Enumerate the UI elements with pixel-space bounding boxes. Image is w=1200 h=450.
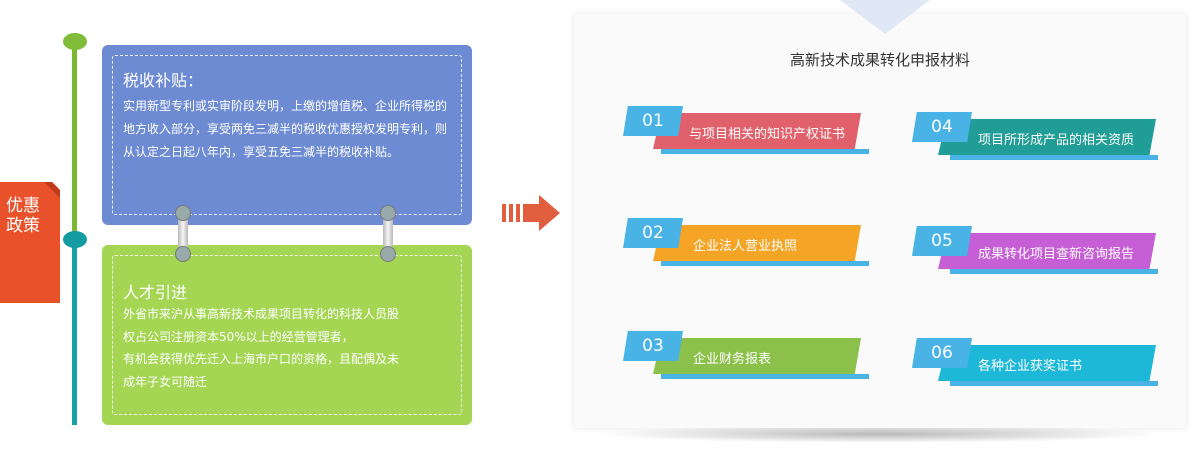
item-underline	[950, 155, 1158, 160]
talent-body-line: 有机会获得优先迁入上海市户口的资格，且配偶及未	[123, 352, 400, 366]
card-dashed-border	[112, 55, 462, 215]
tax-subsidy-title: 税收补贴：	[123, 71, 204, 90]
item-underline	[950, 381, 1158, 386]
item-number: 01	[642, 111, 664, 131]
material-item-05: 05 成果转化项目查新咨询报告	[912, 226, 1162, 276]
panel-title: 高新技术成果转化申报材料	[789, 51, 970, 69]
item-bar	[938, 345, 1156, 381]
card-connector-right	[383, 212, 393, 256]
item-bar	[653, 113, 861, 149]
policy-tag-label: 优惠政策	[6, 196, 40, 236]
material-item-01: 01 与项目相关的知识产权证书	[623, 106, 873, 156]
card-dashed-border	[112, 255, 462, 415]
tax-subsidy-body: 实用新型专利或实审阶段发明，上缴的增值税、企业所得税的地方收入部分，享受两免三减…	[123, 99, 448, 159]
item-underline	[661, 374, 869, 379]
item-bar	[938, 119, 1156, 155]
item-number-badge	[623, 218, 683, 248]
material-item-03: 03 企业财务报表	[623, 331, 873, 381]
item-number-badge	[912, 226, 972, 256]
item-number-badge	[623, 331, 683, 361]
item-label: 成果转化项目查新咨询报告	[978, 247, 1135, 262]
timeline-line-top	[72, 42, 77, 242]
panel-shadow	[594, 425, 1164, 443]
tax-subsidy-card: 税收补贴： 实用新型专利或实审阶段发明，上缴的增值税、企业所得税的地方收入部分，…	[102, 45, 472, 225]
connector-ring-icon	[175, 246, 191, 262]
item-label: 项目所形成产品的相关资质	[978, 133, 1135, 148]
connector-ring-icon	[380, 246, 396, 262]
item-label: 企业法人营业执照	[693, 239, 798, 254]
talent-body: 外省市来沪从事高新技术成果项目转化的科技人员股 权占公司注册资本50%以上的经营…	[123, 303, 453, 393]
item-bar	[653, 225, 861, 261]
material-item-04: 04 项目所形成产品的相关资质	[912, 112, 1162, 162]
item-number: 02	[642, 223, 664, 243]
item-bar	[653, 338, 861, 374]
item-label: 各种企业获奖证书	[978, 359, 1083, 374]
timeline-line-bottom	[72, 238, 77, 425]
policy-tag: 优惠政策	[0, 182, 61, 303]
talent-title: 人才引进	[123, 283, 188, 302]
item-underline	[661, 261, 869, 266]
right-arrow-icon	[502, 193, 562, 233]
item-label: 企业财务报表	[693, 352, 772, 367]
material-item-06: 06 各种企业获奖证书	[912, 338, 1162, 388]
talent-card: 人才引进 外省市来沪从事高新技术成果项目转化的科技人员股 权占公司注册资本50%…	[102, 245, 472, 425]
item-underline	[661, 149, 869, 154]
connector-ring-icon	[380, 205, 396, 221]
item-label: 与项目相关的知识产权证书	[689, 127, 846, 142]
item-underline	[950, 269, 1158, 274]
item-bar	[938, 233, 1156, 269]
talent-body-line: 权占公司注册资本50%以上的经营管理者，	[123, 329, 354, 344]
timeline-dot-bottom	[63, 231, 87, 248]
item-number-badge	[912, 338, 972, 368]
item-number: 05	[931, 231, 953, 251]
timeline-dot-top	[63, 33, 87, 50]
item-number-badge	[623, 106, 683, 136]
item-number: 04	[931, 117, 953, 137]
card-connector-left	[178, 212, 188, 256]
talent-body-line: 成年子女可随迁	[123, 374, 208, 389]
panel-notch	[840, 0, 930, 34]
item-number: 06	[931, 343, 953, 363]
connector-ring-icon	[175, 205, 191, 221]
material-item-02: 02 企业法人营业执照	[623, 218, 873, 268]
talent-body-line: 外省市来沪从事高新技术成果项目转化的科技人员股	[123, 307, 400, 321]
item-number-badge	[912, 112, 972, 142]
item-number: 03	[642, 336, 664, 356]
